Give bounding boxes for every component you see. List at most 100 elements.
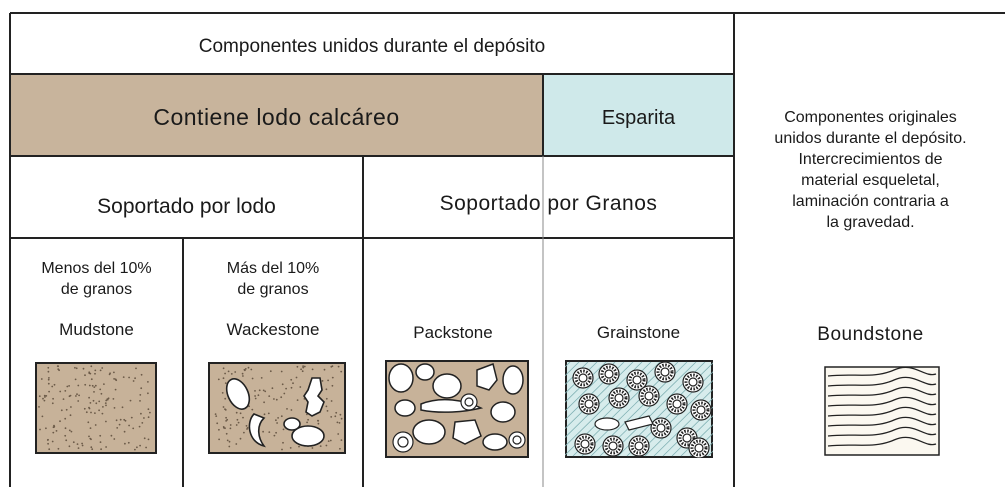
sediment-dot (68, 429, 71, 432)
boundstone-description-line: material esqueletal, (801, 172, 940, 189)
sediment-dot (92, 399, 95, 402)
sediment-dot (331, 365, 334, 368)
sediment-dot (66, 385, 69, 388)
mudstone-illustration (35, 362, 157, 454)
sediment-dot (147, 438, 150, 441)
sediment-dot (100, 448, 102, 451)
sediment-dot (306, 413, 308, 416)
sediment-dot (47, 442, 49, 445)
sediment-dot (306, 421, 308, 424)
sediment-dot (93, 386, 96, 388)
sediment-dot (48, 390, 50, 393)
sediment-dot (239, 412, 242, 415)
ooid-ring (628, 371, 646, 389)
sediment-dot (57, 365, 59, 368)
sediment-dot (225, 416, 227, 419)
sediment-dot (62, 398, 65, 400)
sediment-dot (290, 386, 293, 389)
sediment-dot (53, 424, 55, 427)
sediment-dot (241, 372, 244, 375)
sediment-dot (229, 424, 232, 426)
ooid-ring (668, 395, 686, 413)
sparite-band-fill (543, 74, 734, 156)
sediment-dot (99, 441, 102, 443)
sediment-dot (281, 383, 284, 386)
sediment-dot (275, 431, 277, 434)
sediment-dot (214, 413, 217, 415)
sediment-dot (85, 411, 88, 414)
sediment-dot (222, 367, 225, 370)
more-than-10-line: Más del 10% (226, 260, 320, 277)
sediment-dot (245, 425, 248, 427)
sediment-dot (138, 425, 141, 428)
sediment-dot (84, 383, 87, 386)
sediment-dot (298, 445, 300, 448)
sediment-dot (99, 434, 102, 437)
ooid-ring (580, 395, 598, 413)
sediment-dot (105, 420, 107, 423)
sediment-dot (262, 389, 265, 392)
ooid-ring (610, 389, 628, 407)
ooid-ring (690, 439, 708, 457)
sediment-dot (99, 388, 102, 391)
sediment-dot (94, 372, 96, 375)
sediment-dot (228, 440, 231, 443)
sediment-dot (124, 419, 127, 422)
sediment-dot (269, 370, 272, 373)
sediment-dot (149, 411, 151, 414)
sediment-dot (145, 446, 147, 449)
sediment-dot (242, 416, 244, 419)
sediment-dot (140, 387, 143, 390)
ooid-ring (584, 399, 594, 409)
sediment-dot (280, 415, 283, 418)
sparite-header: Esparita (601, 107, 676, 129)
sediment-dot (224, 372, 226, 375)
sediment-dot (275, 398, 278, 401)
sediment-dot (228, 445, 231, 448)
sediment-dot (102, 406, 104, 408)
sediment-dot (110, 434, 113, 437)
sediment-dot (226, 439, 229, 442)
wackestone-illustration (208, 362, 346, 454)
sediment-dot (325, 444, 328, 447)
sediment-dot (81, 442, 83, 445)
sediment-dot (94, 369, 97, 372)
sediment-dot (147, 408, 150, 411)
sediment-dot (64, 417, 67, 420)
sediment-dot (77, 447, 80, 449)
sediment-dot (89, 437, 92, 440)
sediment-dot (132, 380, 135, 382)
ooid-ring (576, 435, 594, 453)
more-than-10-label: Más del 10% de granos (183, 258, 363, 300)
sediment-dot (292, 382, 294, 385)
sediment-dot (46, 439, 49, 441)
sediment-dot (101, 412, 104, 415)
ooid-ring (682, 433, 692, 443)
sediment-dot (299, 386, 302, 388)
sediment-dot (78, 394, 80, 397)
boundstone-description-line: laminación contraria a (792, 193, 949, 210)
boundstone-description: Componentes originales unidos durante el… (736, 107, 1005, 233)
sediment-dot (88, 396, 90, 399)
sediment-dot (77, 384, 80, 387)
sediment-dot (251, 377, 254, 380)
sediment-dot (70, 406, 72, 408)
sediment-dot (40, 378, 43, 380)
sediment-dot (134, 448, 136, 451)
sediment-dot (139, 394, 142, 396)
sediment-dot (44, 396, 46, 398)
sediment-dot (216, 422, 219, 425)
sediment-dot (88, 372, 91, 375)
sediment-dot (118, 423, 121, 426)
sediment-dot (128, 376, 130, 379)
sediment-dot (113, 438, 116, 440)
ooid-ring (608, 441, 618, 451)
sediment-dot (237, 421, 240, 424)
ooid-ring (604, 369, 614, 379)
sediment-dot (64, 434, 67, 437)
ooid-ring (578, 373, 588, 383)
sediment-dot (57, 368, 60, 370)
sediment-dot (135, 367, 137, 370)
ooid-ring (580, 439, 590, 449)
